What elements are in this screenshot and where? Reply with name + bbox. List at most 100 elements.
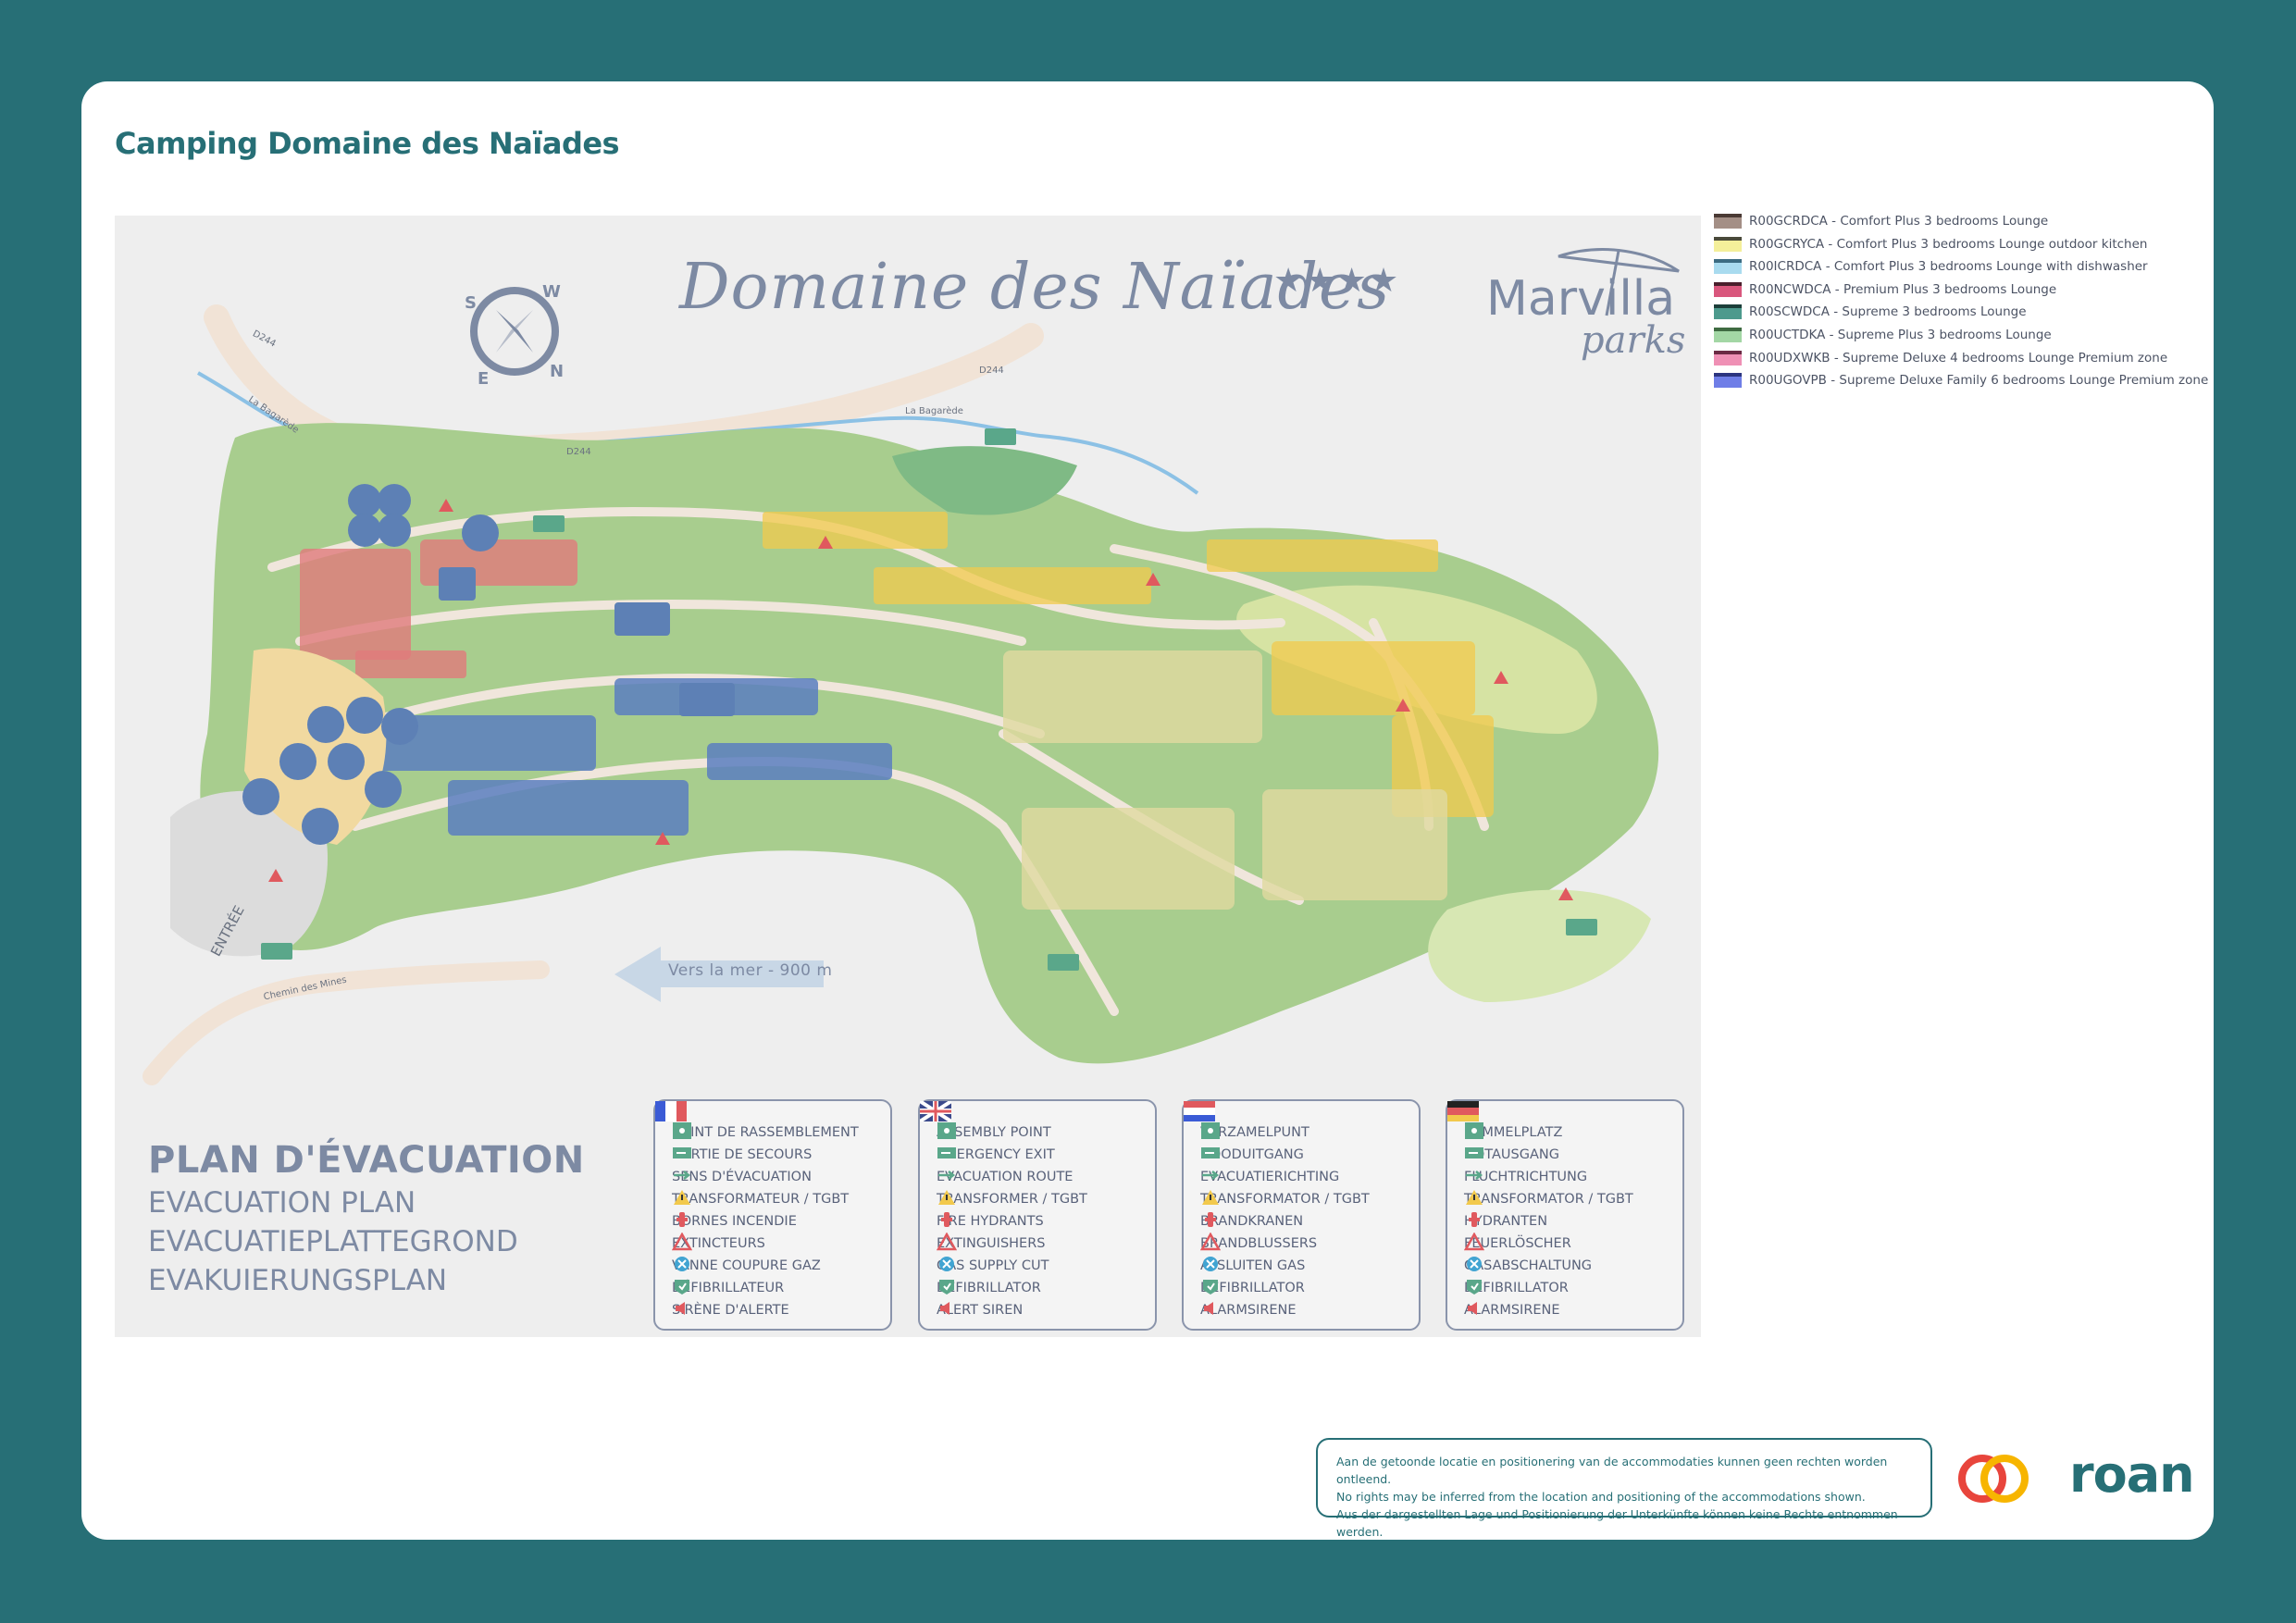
alert-siren-icon (676, 1302, 685, 1315)
accommodation-label: R00UDXWKB - Supreme Deluxe 4 bedrooms Lo… (1749, 350, 2168, 365)
legend-item: DEFIBRILLATOR (937, 1277, 1041, 1299)
legend-item-label: EXTINGUISHERS (937, 1236, 1046, 1251)
assembly-point-icon (937, 1122, 956, 1139)
accommodation-swatch (1714, 328, 1742, 342)
flag-nl-icon (1184, 1101, 1215, 1121)
flag-fr-icon (655, 1101, 687, 1121)
roan-logo-icon (1958, 1455, 2029, 1503)
river-label-b: La Bagarède (905, 406, 963, 416)
extinguisher-icon (1464, 1233, 1484, 1251)
plan-subtitle-en: EVACUATION PLAN (148, 1186, 416, 1220)
fire-hydrant-icon (676, 1212, 688, 1227)
legend-item-label: EVACUATION ROUTE (937, 1170, 1074, 1184)
accommodation-swatch (1714, 350, 1742, 365)
legend-item-label: ALARMSIRENE (1464, 1303, 1560, 1318)
assembly-point-icon (673, 1122, 691, 1139)
accommodation-swatch (1714, 214, 1742, 229)
legend-item: TRANSFORMATOR / TGBT (1464, 1188, 1633, 1210)
legend-item-label: DEFIBRILLATOR (1464, 1281, 1569, 1295)
roan-brand-text: roan (2069, 1445, 2195, 1504)
legend-item: SENS D'ÉVACUATION (672, 1166, 812, 1188)
legend-item: BRANDBLUSSERS (1200, 1233, 1317, 1255)
defibrillator-icon (675, 1280, 689, 1295)
defibrillator-icon (1467, 1280, 1482, 1295)
emergency-exit-icon (1201, 1147, 1220, 1158)
legend-item-label: FEUERLÖSCHER (1464, 1236, 1571, 1251)
parking-area (170, 790, 328, 957)
page-title: Camping Domaine des Naïades (115, 126, 620, 161)
alert-siren-icon (1468, 1302, 1477, 1315)
legend-item: GASABSCHALTUNG (1464, 1255, 1592, 1277)
alert-siren-icon (940, 1302, 949, 1315)
legend-item-label: DEFIBRILLATOR (1200, 1281, 1305, 1295)
compass-e: E (478, 369, 490, 389)
legend-item: BORNES INCENDIE (672, 1210, 797, 1233)
legend-item: AFSLUITEN GAS (1200, 1255, 1305, 1277)
evacuation-route-icon (1202, 1171, 1220, 1180)
legend-item-label: ALARMSIRENE (1200, 1303, 1297, 1318)
accommodation-swatch (1714, 236, 1742, 252)
evacuation-route-icon (1466, 1171, 1483, 1180)
flag-de-icon (1447, 1101, 1479, 1121)
road-label-d244-c: D244 (979, 365, 1004, 376)
legend-item-label: SORTIE DE SECOURS (672, 1147, 813, 1162)
legend-item: BRANDKRANEN (1200, 1210, 1303, 1233)
emergency-exit-icon (673, 1147, 691, 1158)
gas-supply-cut-icon (1203, 1257, 1218, 1271)
transformer-icon (674, 1190, 690, 1205)
legend-item: EVACUATIERICHTING (1200, 1166, 1339, 1188)
map-stars: ★★★★ (1273, 262, 1401, 300)
legend-item: SORTIE DE SECOURS (672, 1144, 812, 1166)
pool-area (244, 648, 387, 845)
legend-item-label: EMERGENCY EXIT (937, 1147, 1055, 1162)
extinguisher-icon (672, 1233, 692, 1251)
legend-item: ALERT SIREN (937, 1299, 1023, 1321)
compass-s: S (465, 293, 477, 313)
legend-item: TRANSFORMATEUR / TGBT (672, 1188, 849, 1210)
defibrillator-icon (939, 1280, 954, 1295)
accommodation-label: R00GCRDCA - Comfort Plus 3 bedrooms Loun… (1749, 214, 2049, 229)
accommodation-label: R00UCTDKA - Supreme Plus 3 bedrooms Loun… (1749, 328, 2052, 342)
legend-item-label: HYDRANTEN (1464, 1214, 1548, 1229)
legend-item: POINT DE RASSEMBLEMENT (672, 1121, 859, 1144)
legend-item: FEUERLÖSCHER (1464, 1233, 1571, 1255)
umbrella-icon (1558, 248, 1680, 273)
accommodation-swatch (1714, 281, 1742, 297)
extinguisher-icon (937, 1233, 957, 1251)
accommodation-item: R00SCWDCA - Supreme 3 bedrooms Lounge (1714, 302, 2027, 322)
legend-item: EXTINCTEURS (672, 1233, 765, 1255)
accommodation-label: R00UGOVPB - Supreme Deluxe Family 6 bedr… (1749, 373, 2209, 389)
legend-item-label: BORNES INCENDIE (672, 1214, 797, 1229)
legend-item-label: POINT DE RASSEMBLEMENT (672, 1125, 859, 1140)
transformer-icon (1466, 1190, 1483, 1205)
plan-title-block: PLAN D'ÉVACUATION EVACUATION PLAN EVACUA… (148, 1139, 585, 1298)
accommodation-swatch (1714, 304, 1742, 320)
brand-parks: parks (1581, 319, 1686, 362)
gas-supply-cut-icon (1467, 1257, 1482, 1271)
legend-item-label: EVACUATIERICHTING (1200, 1170, 1340, 1184)
accommodation-item: R00ICRDCA - Comfort Plus 3 bedrooms Loun… (1714, 256, 2148, 277)
map-drawing (143, 248, 1680, 1152)
legend-item: SAMMELPLATZ (1464, 1121, 1562, 1144)
sanitary-blocks (439, 567, 735, 716)
legend-item: FLUCHTRICHTUNG (1464, 1166, 1587, 1188)
compass-icon (470, 287, 559, 376)
map-title: Domaine des Naïades (679, 251, 1391, 324)
fire-hydrant-icon (1469, 1212, 1480, 1227)
legend-item: VERZAMELPUNT (1200, 1121, 1309, 1144)
legend-item-label: VERZAMELPUNT (1200, 1125, 1309, 1140)
legend-item: ALARMSIRENE (1464, 1299, 1560, 1321)
legend-item-label: SENS D'ÉVACUATION (672, 1170, 812, 1184)
accommodation-item: R00GCRYCA - Comfort Plus 3 bedrooms Loun… (1714, 234, 2147, 254)
legend-item: EVACUATION ROUTE (937, 1166, 1073, 1188)
site-map: S W E N Domaine des Naïades ★★★★ Marvill… (115, 216, 1701, 1337)
accommodation-label: R00ICRDCA - Comfort Plus 3 bedrooms Loun… (1749, 259, 2148, 275)
disclaimer-en: No rights may be inferred from the locat… (1336, 1490, 1866, 1504)
pitch-group-cream (1003, 650, 1447, 910)
facility-icons (242, 484, 499, 845)
legend-item-label: FLUCHTRICHTUNG (1464, 1170, 1588, 1184)
accommodation-swatch (1714, 259, 1742, 275)
gas-supply-cut-icon (675, 1257, 689, 1271)
